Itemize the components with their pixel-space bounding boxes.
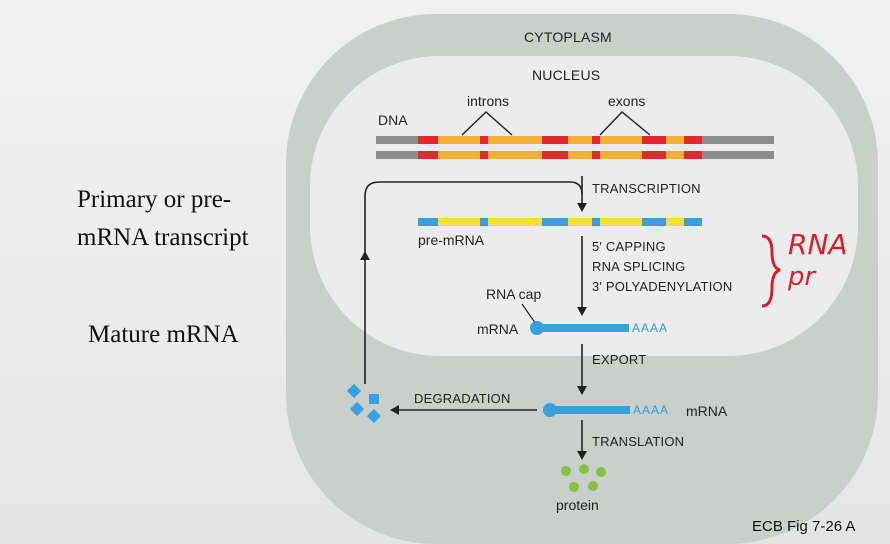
pre-mrna-label: pre-mRNA (418, 232, 485, 248)
degradation-label: DEGRADATION (414, 391, 511, 406)
pre-mrna-strand (418, 218, 702, 226)
mrna-nucleus-label: mRNA (477, 321, 519, 337)
capping-label: 5′ CAPPING (592, 239, 666, 254)
mature-mrna-label: Mature mRNA (88, 321, 239, 348)
primary-transcript-label-line1: Primary or pre- (77, 186, 232, 213)
introns-label: introns (467, 93, 510, 109)
figure-caption: ECB Fig 7-26 A (752, 518, 856, 535)
primary-transcript-label-line2: mRNA transcript (77, 224, 249, 251)
polyadenylation-label: 3′ POLYADENYLATION (592, 279, 733, 294)
protein-molecules (561, 464, 606, 492)
transcription-label: TRANSCRIPTION (592, 181, 701, 196)
intron-exon-pointers (461, 111, 651, 136)
mrna-cytoplasm-label: mRNA (686, 403, 728, 419)
mrna-nucleus (521, 303, 629, 335)
poly-a-tail-cytoplasm: AAAA (633, 403, 670, 417)
dna-double-strand (376, 136, 774, 159)
rna-cap-label: RNA cap (486, 286, 542, 302)
flow-arrows (390, 176, 587, 460)
handwritten-brace (761, 234, 781, 308)
cytoplasm-label: CYTOPLASM (524, 29, 612, 45)
export-label: EXPORT (592, 352, 647, 367)
handwritten-note-line2: pr (788, 262, 816, 292)
dna-label: DNA (378, 112, 408, 128)
translation-label: TRANSLATION (592, 434, 685, 449)
exons-label: exons (608, 93, 646, 109)
nucleus-label: NUCLEUS (532, 67, 601, 83)
splicing-label: RNA SPLICING (592, 259, 686, 274)
degraded-fragments (346, 383, 382, 424)
feedback-loop-arrow (360, 181, 583, 384)
handwritten-note-line1: RNA (788, 228, 848, 261)
protein-label: protein (556, 497, 599, 513)
poly-a-tail-nucleus: AAAA (632, 321, 669, 335)
mrna-cytoplasm (543, 403, 630, 417)
